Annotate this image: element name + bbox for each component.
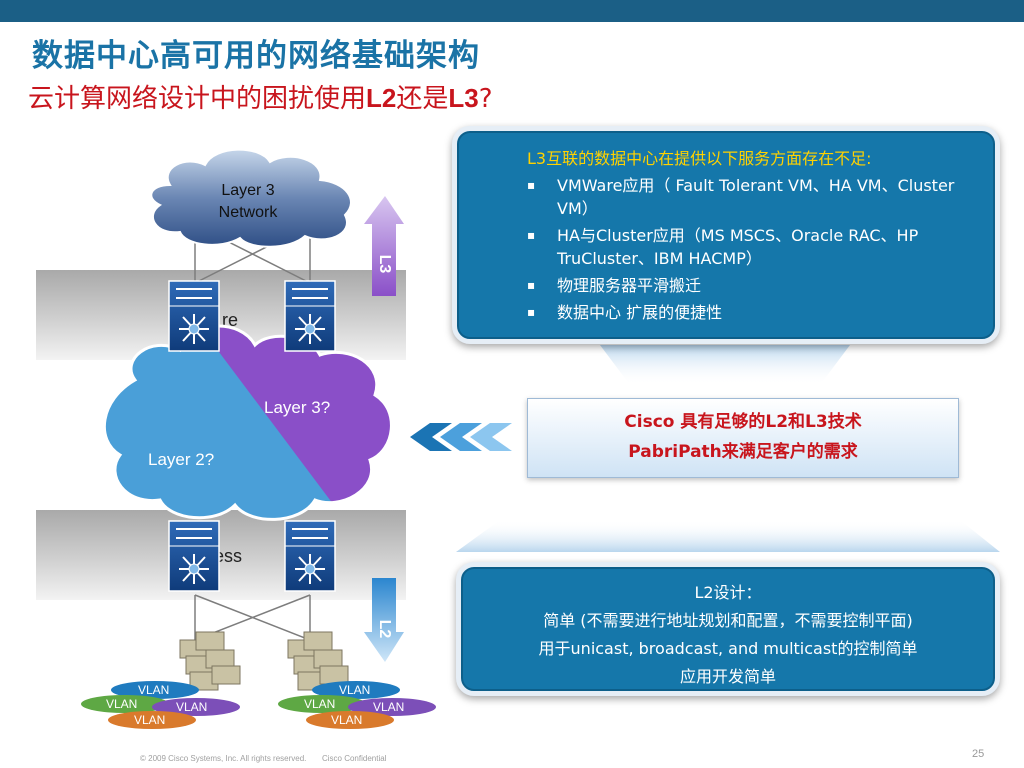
page-number: 25: [972, 748, 985, 760]
core-switch-icon: [284, 280, 336, 352]
l3-limitations-box: L3互联的数据中心在提供以下服务方面存在不足: VMWare应用（ Fault …: [452, 126, 1000, 344]
footer: © 2009 Cisco Systems, Inc. All rights re…: [140, 754, 386, 763]
l2-design-line1: L2设计：: [694, 583, 762, 602]
access-label: ess: [214, 546, 243, 566]
server-stack-left: [179, 631, 241, 691]
list-item: 物理服务器平滑搬迁: [527, 274, 965, 297]
vlan-label: VLAN: [304, 697, 336, 711]
subtitle-mid: 还是: [396, 84, 449, 114]
layer2-question-label: Layer 2?: [148, 450, 215, 469]
l2-design-line3: 用于unicast, broadcast, and multicast的控制简单: [538, 639, 918, 658]
vlan-label: VLAN: [138, 683, 170, 697]
top-bar: [0, 0, 1024, 22]
vlan-label: VLAN: [373, 700, 405, 714]
list-item: 数据中心 扩展的便捷性: [527, 301, 965, 324]
vlan-label: VLAN: [134, 713, 166, 727]
vlan-ellipse: [348, 698, 436, 716]
vlan-ellipse: [108, 711, 196, 729]
layer3-network-cloud: [150, 148, 352, 248]
l2-arrow-label: L2: [376, 619, 393, 639]
core-switch-icon: [168, 280, 220, 352]
footer-copyright: © 2009 Cisco Systems, Inc. All rights re…: [140, 754, 307, 763]
vlan-ellipse: [278, 695, 366, 713]
vlan-ellipse: [111, 681, 199, 699]
server-stack-right: [287, 631, 349, 691]
vlan-ellipse: [152, 698, 240, 716]
slide-title: 数据中心高可用的网络基础架构: [32, 38, 480, 74]
slide-subtitle: 云计算网络设计中的困扰使用L2还是L3?: [28, 78, 493, 115]
l3-limitations-list: VMWare应用（ Fault Tolerant VM、HA VM、Cluste…: [527, 174, 965, 324]
l2-design-line4: 应用开发简单: [679, 667, 776, 686]
cloud-label-line2: Network: [218, 204, 278, 221]
core-label: re: [222, 310, 239, 330]
cisco-solution-box: Cisco 具有足够的L2和L3技术 PabriPath来满足客户的需求: [527, 398, 959, 478]
vlan-label: VLAN: [339, 683, 371, 697]
access-band: [36, 510, 406, 600]
list-item: VMWare应用（ Fault Tolerant VM、HA VM、Cluste…: [527, 174, 965, 220]
vlan-label: VLAN: [331, 713, 363, 727]
vlan-ellipse: [306, 711, 394, 729]
vlan-label: VLAN: [176, 700, 208, 714]
layer3-network-label: Layer 3 Network: [198, 180, 298, 224]
l3-limitations-lead: L3互联的数据中心在提供以下服务方面存在不足:: [527, 149, 872, 168]
subtitle-l3: L3: [448, 83, 479, 113]
cloud-label-line1: Layer 3: [221, 182, 275, 199]
beam-bottom: [456, 520, 1000, 552]
access-switch-icon: [168, 520, 220, 592]
vlan-ellipse: [312, 681, 400, 699]
beam-top: [600, 345, 850, 385]
subtitle-l2: L2: [366, 83, 397, 113]
l2-design-line2: 简单 (不需要进行地址规划和配置，不需要控制平面): [543, 611, 913, 630]
layer3-question-label: Layer 3?: [264, 398, 331, 417]
subtitle-text: 云计算网络设计中的困扰使用: [28, 84, 367, 114]
chevron-arrows-icon: [410, 423, 512, 451]
cisco-solution-line1: Cisco 具有足够的L2和L3技术: [624, 412, 862, 432]
l3-arrow-label: L3: [376, 254, 393, 274]
l3-up-arrow: [364, 196, 404, 296]
layer-question-cloud: [104, 326, 392, 520]
subtitle-question: ?: [478, 84, 493, 114]
cisco-solution-line2: PabriPath来满足客户的需求: [628, 442, 858, 462]
l2-design-box: L2设计： 简单 (不需要进行地址规划和配置，不需要控制平面) 用于unicas…: [456, 562, 1000, 696]
vlan-label: VLAN: [106, 697, 138, 711]
access-switch-icon: [284, 520, 336, 592]
footer-confidential: Cisco Confidential: [321, 754, 387, 763]
list-item: HA与Cluster应用（MS MSCS、Oracle RAC、HP TruCl…: [527, 224, 965, 270]
vlan-ellipse: [81, 695, 169, 713]
l2-down-arrow: [364, 578, 404, 662]
